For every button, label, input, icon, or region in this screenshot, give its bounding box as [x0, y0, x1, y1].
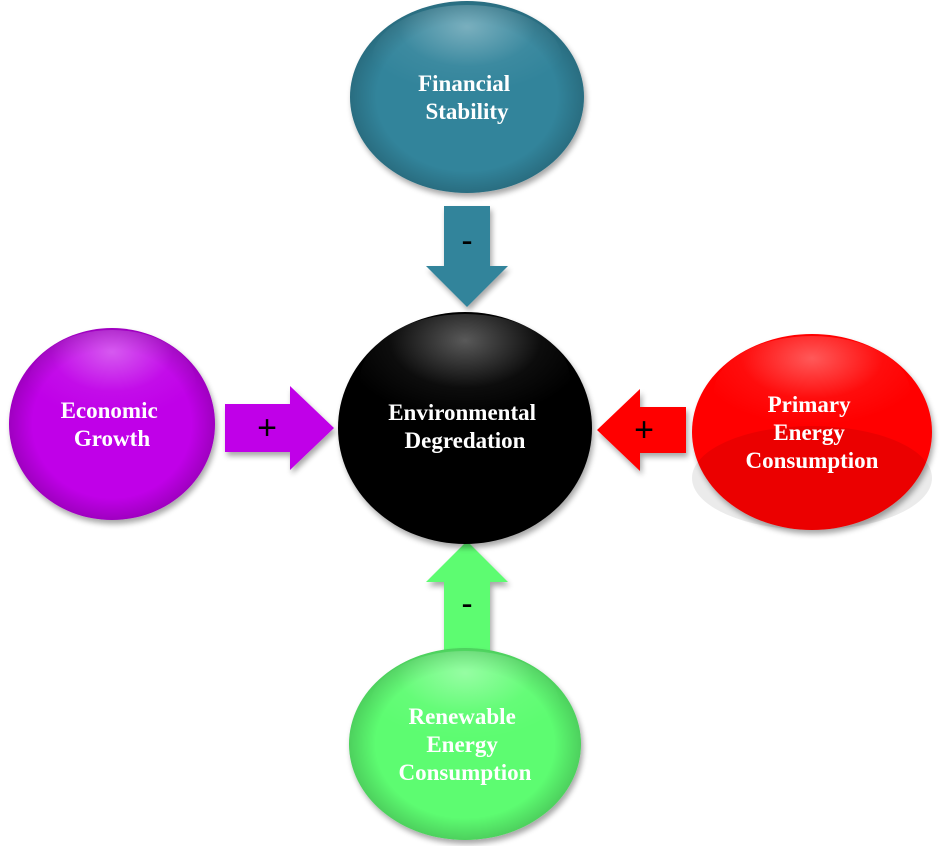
node-environmental-degredation-line-2: Degredation — [405, 428, 526, 453]
arrow-bottom-sign: - — [461, 585, 472, 623]
node-environmental-degredation-label: Environmental Degredation — [388, 400, 542, 453]
node-primary-energy-consumption-label: Primary Energy Consumption — [746, 392, 879, 473]
node-financial-stability-line-1: Financial — [418, 71, 510, 96]
node-renewable-energy-consumption-line-1: Renewable — [408, 704, 515, 729]
node-renewable-energy-consumption-line-2: Energy — [426, 732, 498, 757]
node-economic-growth-label: Economic Growth — [61, 398, 164, 451]
arrow-top-sign: - — [461, 222, 472, 260]
arrow-left-sign: + — [257, 409, 277, 447]
node-financial-stability-label: Financial Stability — [418, 71, 516, 124]
arrow-top-shape — [426, 206, 508, 307]
node-financial-stability-line-2: Stability — [425, 99, 509, 124]
arrow-bottom-shape — [426, 541, 508, 652]
arrow-left-shape — [225, 386, 334, 470]
node-economic-growth: Economic Growth — [9, 328, 215, 520]
node-economic-growth-line-1: Economic — [61, 398, 158, 423]
node-environmental-degredation: Environmental Degredation — [338, 312, 592, 544]
node-environmental-degredation-line-1: Environmental — [388, 400, 536, 425]
arrow-right-shape — [597, 389, 686, 471]
arrow-bottom: - — [426, 541, 508, 652]
arrow-right-sign: + — [634, 411, 654, 449]
node-primary-energy-consumption-line-3: Consumption — [746, 448, 879, 473]
node-renewable-energy-consumption-label: Renewable Energy Consumption — [399, 704, 532, 785]
arrow-right: + — [597, 389, 686, 471]
node-economic-growth-line-2: Growth — [74, 426, 150, 451]
node-primary-energy-consumption-line-2: Energy — [773, 420, 845, 445]
node-financial-stability: Financial Stability — [350, 1, 584, 193]
node-renewable-energy-consumption-line-3: Consumption — [399, 760, 532, 785]
node-primary-energy-consumption-line-1: Primary — [768, 392, 852, 417]
arrow-top: - — [426, 206, 508, 307]
node-primary-energy-consumption: Primary Energy Consumption — [692, 334, 932, 530]
node-renewable-energy-consumption: Renewable Energy Consumption — [349, 648, 581, 840]
arrow-left: + — [225, 386, 334, 470]
